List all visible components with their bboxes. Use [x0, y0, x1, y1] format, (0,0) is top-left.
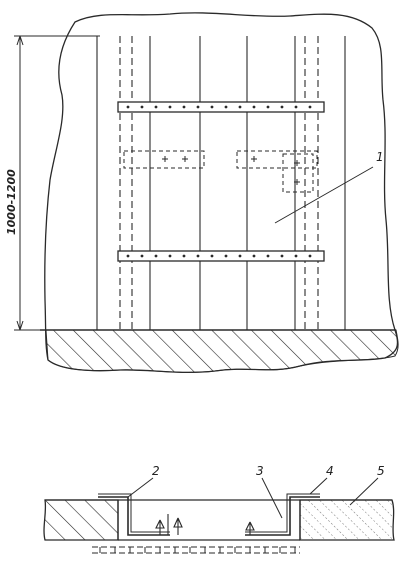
callout-4-label: 4 — [326, 464, 334, 478]
section-strap-left-inner — [98, 493, 170, 533]
plan-upper-strap — [117, 101, 325, 113]
callout-5-label: 5 — [377, 464, 385, 478]
callout-3-label: 3 — [256, 464, 264, 478]
section-right-wall — [299, 499, 395, 541]
plan-dashed-studs — [119, 36, 319, 330]
section-callout-leaders — [127, 477, 379, 519]
section-strap-right-inner — [245, 493, 320, 533]
section-channel — [117, 500, 301, 541]
plan-lower-strap — [117, 250, 325, 262]
section-strap-left — [98, 496, 170, 536]
plan-board-lines — [96, 36, 346, 330]
plan-dimension-label: 1000-1200 — [5, 169, 18, 235]
plan-bolt-marks — [162, 156, 300, 185]
plan-hidden-plates — [123, 150, 318, 193]
section-anchors — [155, 514, 255, 535]
section-strap-right — [245, 496, 320, 536]
plan-ground-hatch — [45, 329, 399, 373]
plan-dimension — [14, 35, 100, 331]
section-left-wall — [43, 499, 119, 541]
callout-1-leader — [274, 166, 374, 224]
plan-view: 1 1000-1200 — [5, 12, 399, 374]
callout-1-label: 1 — [376, 150, 384, 164]
section-view: 2 3 4 5 — [43, 464, 395, 554]
section-bottom-rail — [92, 546, 300, 554]
callout-2-label: 2 — [152, 464, 160, 478]
